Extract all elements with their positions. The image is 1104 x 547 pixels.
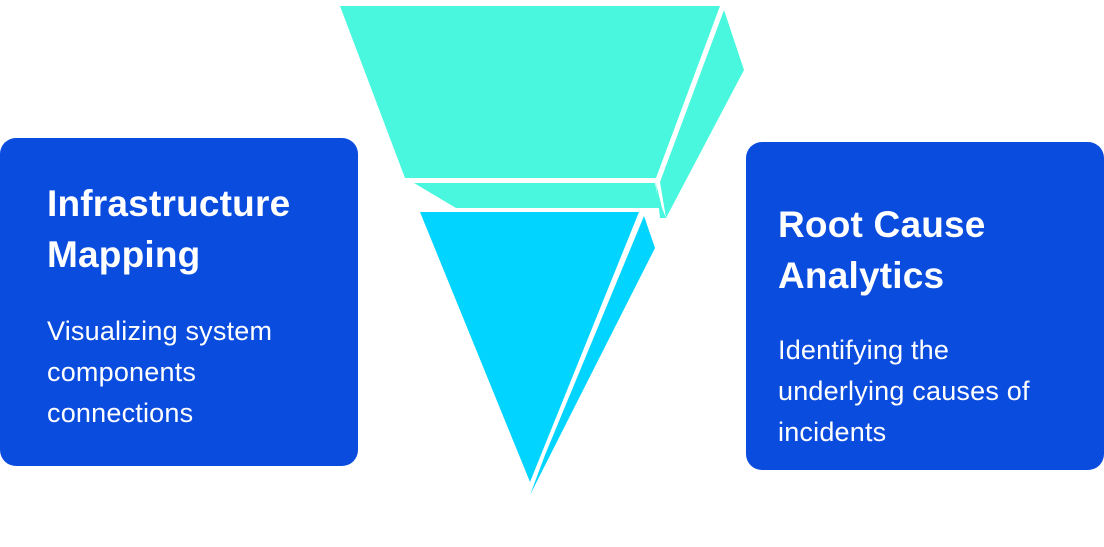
title-line: Mapping — [47, 234, 201, 275]
title-line: Analytics — [778, 255, 945, 296]
funnel-lower-side-face — [530, 216, 655, 495]
root-cause-analytics-card: Root Cause Analytics Identifying the und… — [746, 142, 1104, 470]
card-description: Visualizing system components connection… — [47, 311, 338, 434]
funnel-upper-section — [340, 6, 744, 218]
description-line: Visualizing system — [47, 316, 273, 346]
description-line: incidents — [778, 417, 887, 447]
funnel-upper-side-face — [660, 10, 744, 218]
funnel-lower-front-face — [420, 212, 639, 482]
description-line: Identifying the — [778, 335, 950, 365]
description-line: components — [47, 357, 197, 387]
description-line: connections — [47, 398, 194, 428]
infrastructure-mapping-card: Infrastructure Mapping Visualizing syste… — [0, 138, 358, 466]
funnel-lower-section — [420, 212, 655, 495]
card-title: Root Cause Analytics — [778, 199, 1084, 301]
title-line: Infrastructure — [47, 183, 291, 224]
title-line: Root Cause — [778, 204, 986, 245]
funnel-upper-front-face — [340, 6, 720, 178]
card-title: Infrastructure Mapping — [47, 178, 338, 280]
description-line: underlying causes of — [778, 376, 1030, 406]
funnel-upper-bottom-side — [656, 183, 666, 218]
funnel-upper-bottom-face — [414, 183, 660, 208]
card-description: Identifying the underlying causes of inc… — [778, 330, 1084, 453]
